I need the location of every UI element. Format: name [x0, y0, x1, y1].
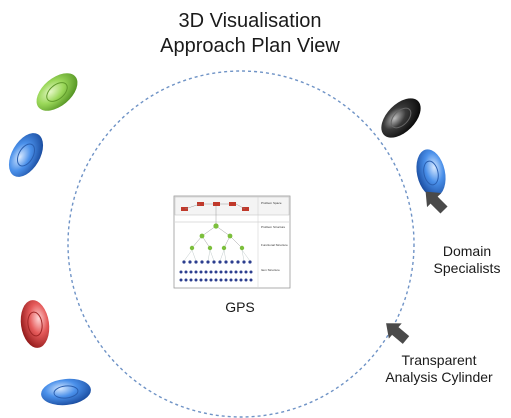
- domain-specialists-line-1: Domain: [442, 243, 492, 259]
- thumb-label-item-structure: Item Structure: [261, 268, 280, 272]
- specialist-blue-capsule-right: [416, 149, 446, 197]
- cylinder-label-line-1: Transparent: [401, 352, 477, 368]
- diagram-title: 3D Visualisation Approach Plan View: [100, 9, 400, 59]
- cylinder-label: Transparent Analysis Cylinder: [368, 352, 510, 386]
- cylinder-label-line-2: Analysis Cylinder: [385, 369, 493, 385]
- specialist-red-capsule: [20, 300, 50, 348]
- thumb-problem-nodes: [181, 202, 249, 211]
- domain-specialists-label: Domain Specialists: [422, 243, 511, 277]
- arrow-domain-specialists: [425, 191, 448, 214]
- specialist-blue-capsule-left: [8, 133, 44, 177]
- title-line-2: Approach Plan View: [160, 35, 340, 57]
- gps-label: GPS: [225, 299, 255, 315]
- thumb-label-functional-structure: Functional Structure: [261, 243, 288, 247]
- thumb-item-nodes: [179, 260, 253, 282]
- specialist-black-capsule: [381, 98, 421, 138]
- title-line-1: 3D Visualisation: [178, 10, 322, 32]
- analysis-cylinder-circle: [67, 70, 415, 418]
- specialist-green-capsule: [36, 73, 78, 111]
- thumb-leaf-links: [183, 249, 251, 262]
- arrow-analysis-cylinder: [386, 323, 410, 344]
- domain-specialists-line-2: Specialists: [433, 260, 501, 276]
- thumb-label-problem-structure: Problem Structure: [261, 225, 286, 229]
- specialist-blue-capsule-bottom: [41, 378, 91, 406]
- thumb-functional-nodes: [189, 223, 245, 251]
- gps-thumbnail: Problem Space Problem Structure Function…: [173, 195, 291, 289]
- thumb-label-problem-space: Problem Space: [261, 201, 282, 205]
- thumb-tree-links: [184, 203, 246, 249]
